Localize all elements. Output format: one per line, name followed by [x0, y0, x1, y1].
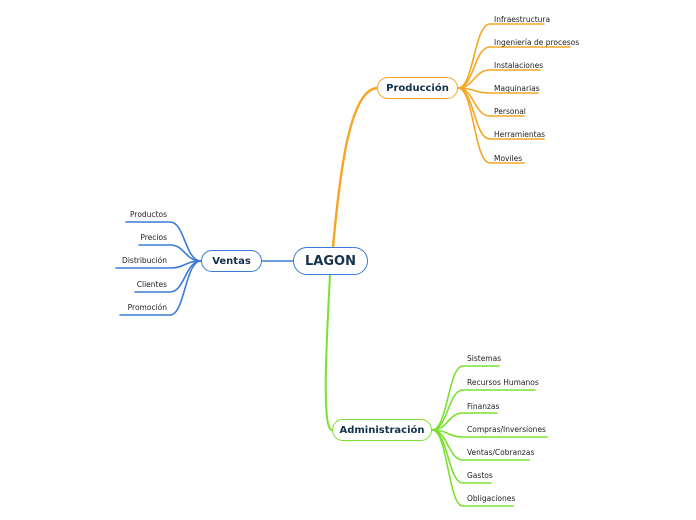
connector-produccion-item	[457, 87, 525, 164]
connector-administracion-item	[431, 365, 500, 431]
subtopic-produccion[interactable]: Maquinarias	[494, 84, 540, 93]
subtopic-administracion[interactable]: Gastos	[467, 471, 493, 480]
topic-ventas[interactable]: Ventas	[201, 250, 262, 272]
subtopic-administracion[interactable]: Sistemas	[467, 354, 502, 363]
connector-ventas-item	[138, 244, 202, 262]
connector-administracion-item	[431, 412, 498, 431]
subtopic-administracion[interactable]: Recursos Humanos	[467, 378, 539, 387]
topic-administracion[interactable]: Administración	[332, 419, 432, 441]
subtopic-administracion[interactable]: Compras/Inversiones	[467, 425, 546, 434]
subtopic-administracion[interactable]: Obligaciones	[467, 494, 516, 503]
subtopic-produccion[interactable]: Moviles	[494, 154, 523, 163]
connector-produccion-item	[457, 23, 545, 89]
subtopic-produccion[interactable]: Herramientas	[494, 130, 546, 139]
connector-produccion-item	[457, 69, 541, 89]
subtopic-ventas[interactable]: Promoción	[127, 303, 167, 312]
subtopic-ventas[interactable]: Productos	[130, 210, 167, 219]
subtopic-ventas[interactable]: Precios	[140, 233, 167, 242]
connector-ventas-item	[119, 260, 202, 316]
subtopic-administracion[interactable]: Finanzas	[467, 402, 500, 411]
subtopic-produccion[interactable]: Instalaciones	[494, 61, 544, 70]
subtopic-ventas[interactable]: Distribución	[122, 256, 167, 265]
subtopic-produccion[interactable]: Ingeniería de procesos	[494, 38, 580, 47]
subtopic-produccion[interactable]: Infraestructura	[494, 15, 551, 24]
connector-administracion-item	[431, 429, 514, 507]
connector-center-produccion	[331, 86, 379, 249]
central-topic[interactable]: LAGON	[293, 247, 368, 275]
connector-center-administracion	[324, 274, 333, 431]
subtopic-produccion[interactable]: Personal	[494, 107, 526, 116]
subtopic-ventas[interactable]: Clientes	[136, 280, 167, 289]
topic-produccion[interactable]: Producción	[377, 77, 458, 99]
subtopic-administracion[interactable]: Ventas/Cobranzas	[467, 448, 535, 457]
